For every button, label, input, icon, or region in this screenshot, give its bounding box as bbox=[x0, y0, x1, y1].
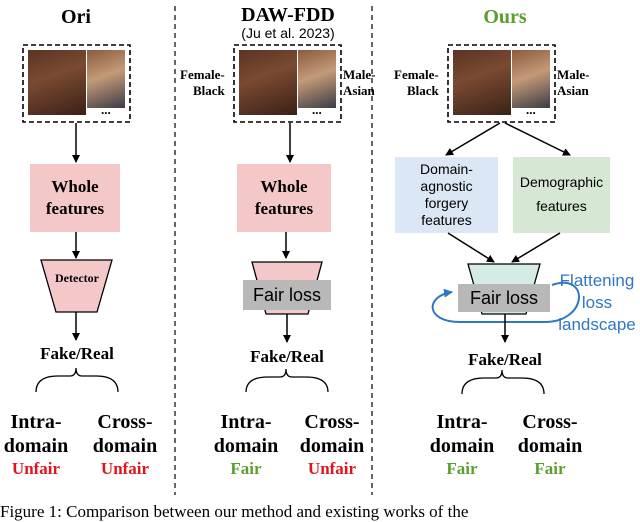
daw-features-label: Whole features bbox=[254, 176, 314, 218]
daw-output-label: Fake/Real bbox=[250, 347, 324, 366]
ours-cross-label: Cross- domain bbox=[517, 411, 583, 458]
ori-features-box bbox=[30, 164, 120, 232]
ours-demo-box bbox=[513, 157, 610, 233]
ours-cross-verdict: Fair bbox=[534, 459, 566, 478]
ours-domain-box-label: Domain- agnostic forgery features bbox=[420, 160, 473, 229]
daw-cross-label: Cross- domain bbox=[299, 411, 365, 458]
ours-flatten-label: Flattening loss landscape bbox=[558, 271, 636, 335]
ori-output-label: Fake/Real bbox=[40, 344, 114, 363]
daw-right-tag: Male- Asian bbox=[343, 67, 376, 99]
ours-arrow-merge-right bbox=[511, 232, 561, 263]
face-image-male bbox=[512, 50, 550, 108]
daw-image-frame bbox=[233, 44, 342, 123]
ours-arrow-merge-left bbox=[447, 232, 495, 263]
daw-intra-label: Intra- domain bbox=[213, 411, 279, 458]
face-image-male bbox=[87, 50, 125, 108]
daw-cross-verdict: Unfair bbox=[307, 459, 357, 478]
ori-cross-verdict: Unfair bbox=[100, 459, 150, 478]
ours-left-tag: Female- Black bbox=[394, 67, 439, 99]
daw-branch-brace bbox=[245, 368, 329, 393]
face-image-female bbox=[28, 50, 86, 115]
ours-intra-verdict: Fair bbox=[446, 459, 478, 478]
ours-domain-box bbox=[395, 157, 498, 233]
daw-title: DAW-FDD bbox=[241, 4, 335, 26]
ours-fair-loss-label: Fair loss bbox=[469, 287, 538, 308]
face-image-female bbox=[453, 50, 511, 115]
daw-features-box bbox=[237, 164, 331, 232]
ori-cross-label: Cross- domain bbox=[92, 411, 158, 458]
daw-subtitle: (Ju et al. 2023) bbox=[241, 25, 335, 41]
ori-image-frame bbox=[22, 44, 131, 123]
face-image-male bbox=[298, 50, 336, 108]
more-faces-ellipsis: ... bbox=[526, 102, 536, 117]
more-faces-ellipsis: ... bbox=[312, 102, 322, 117]
ori-detector-trapezoid bbox=[40, 259, 113, 313]
more-faces-ellipsis: ... bbox=[101, 102, 111, 117]
ori-detector-label: Detector bbox=[55, 271, 99, 285]
ours-arrow-left bbox=[445, 122, 501, 156]
face-image-female bbox=[239, 50, 297, 115]
ori-intra-label: Intra- domain bbox=[3, 411, 69, 458]
ours-demo-box-label: Demographic features bbox=[519, 174, 604, 214]
daw-fair-loss-bg bbox=[243, 280, 331, 310]
daw-intra-verdict: Fair bbox=[230, 459, 262, 478]
ours-output-label: Fake/Real bbox=[468, 350, 542, 369]
ori-branch-brace bbox=[35, 367, 119, 393]
daw-fair-loss-label: Fair loss bbox=[252, 284, 321, 305]
ours-flatten-arrow bbox=[431, 281, 580, 323]
ours-right-tag: Male- Asian bbox=[557, 67, 590, 99]
ours-title: Ours bbox=[483, 6, 527, 28]
ours-arrow-right bbox=[504, 122, 571, 156]
daw-left-tag: Female- Black bbox=[180, 67, 225, 99]
ours-image-frame bbox=[447, 44, 556, 123]
ours-fair-loss-bg bbox=[458, 284, 550, 312]
ori-title: Ori bbox=[61, 6, 91, 28]
ori-features-label: Whole features bbox=[45, 176, 105, 218]
ori-intra-verdict: Unfair bbox=[11, 459, 61, 478]
ours-branch-brace bbox=[461, 369, 545, 395]
figure-caption: Figure 1: Comparison between our method … bbox=[0, 502, 469, 521]
ours-intra-label: Intra- domain bbox=[429, 411, 495, 458]
